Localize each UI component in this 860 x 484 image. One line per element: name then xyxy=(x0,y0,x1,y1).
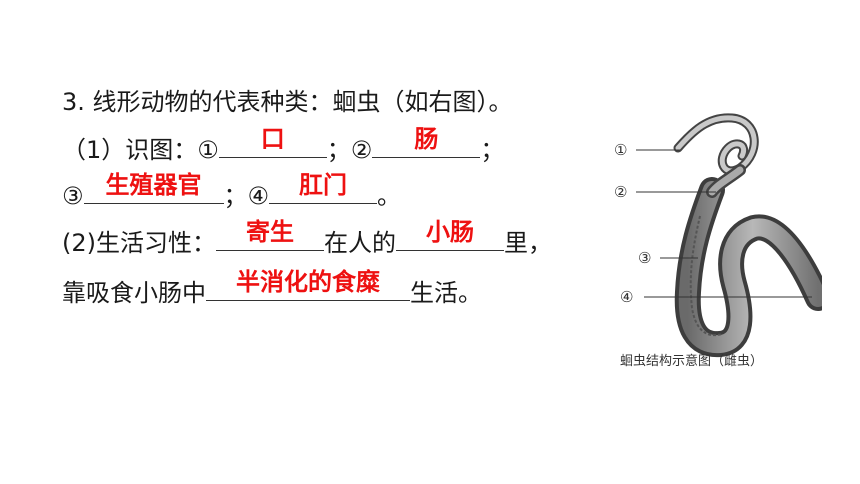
label-marker-1: ① xyxy=(614,141,628,159)
label-marker-3: ③ xyxy=(638,249,652,267)
label-marker-2: ② xyxy=(614,183,628,201)
q2-end: 里， xyxy=(504,229,552,257)
q1-row2-end: 。 xyxy=(377,182,402,210)
blank-reproductive[interactable]: 生殖器官 xyxy=(83,171,224,204)
blank-food[interactable]: 半消化的食糜 xyxy=(206,268,410,301)
question-heading: 3. 线形动物的代表种类：蛔虫（如右图）。 xyxy=(62,88,513,116)
q1-sep2: ；④ xyxy=(223,182,270,210)
blank-location[interactable]: 小肠 xyxy=(396,218,504,251)
q1-end: ； xyxy=(480,136,505,164)
q2-line2: 靠吸食小肠中 半消化的食糜 生活。 xyxy=(62,268,482,309)
q1-line1: （1）识图：① 口 ；② 肠 ； xyxy=(62,125,505,166)
answer-intestine: 肠 xyxy=(414,125,439,153)
blank-intestine[interactable]: 肠 xyxy=(372,125,481,158)
blank-mouth[interactable]: 口 xyxy=(218,125,327,158)
roundworm-illustration xyxy=(636,113,831,358)
answer-semi-digested-chyme: 半消化的食糜 xyxy=(236,268,380,296)
blank-habit[interactable]: 寄生 xyxy=(216,218,324,251)
roundworm-figure: ① ② ③ ④ xyxy=(612,112,831,374)
q1-sep1: ；② xyxy=(326,136,373,164)
answer-reproductive-organs: 生殖器官 xyxy=(105,171,202,199)
q1-row2-start: ③ xyxy=(62,182,84,210)
q2-line1: (2)生活习性： 寄生 在人的 小肠 里， xyxy=(62,218,552,259)
q1-prefix: （1）识图：① xyxy=(62,136,219,164)
answer-mouth: 口 xyxy=(260,125,285,153)
blank-anus[interactable]: 肛门 xyxy=(269,171,378,204)
q1-line2: ③ 生殖器官 ；④ 肛门 。 xyxy=(62,171,402,212)
answer-parasitic: 寄生 xyxy=(246,218,294,246)
answer-anus: 肛门 xyxy=(299,171,348,199)
figure-caption: 蛔虫结构示意图（雌虫） xyxy=(620,354,764,369)
q2-line2-prefix: 靠吸食小肠中 xyxy=(62,279,206,307)
label-marker-4: ④ xyxy=(620,288,634,306)
answer-small-intestine: 小肠 xyxy=(426,218,474,246)
q2-prefix: (2)生活习性： xyxy=(62,229,216,257)
q2-line2-end: 生活。 xyxy=(410,279,482,307)
q2-mid: 在人的 xyxy=(324,229,396,257)
